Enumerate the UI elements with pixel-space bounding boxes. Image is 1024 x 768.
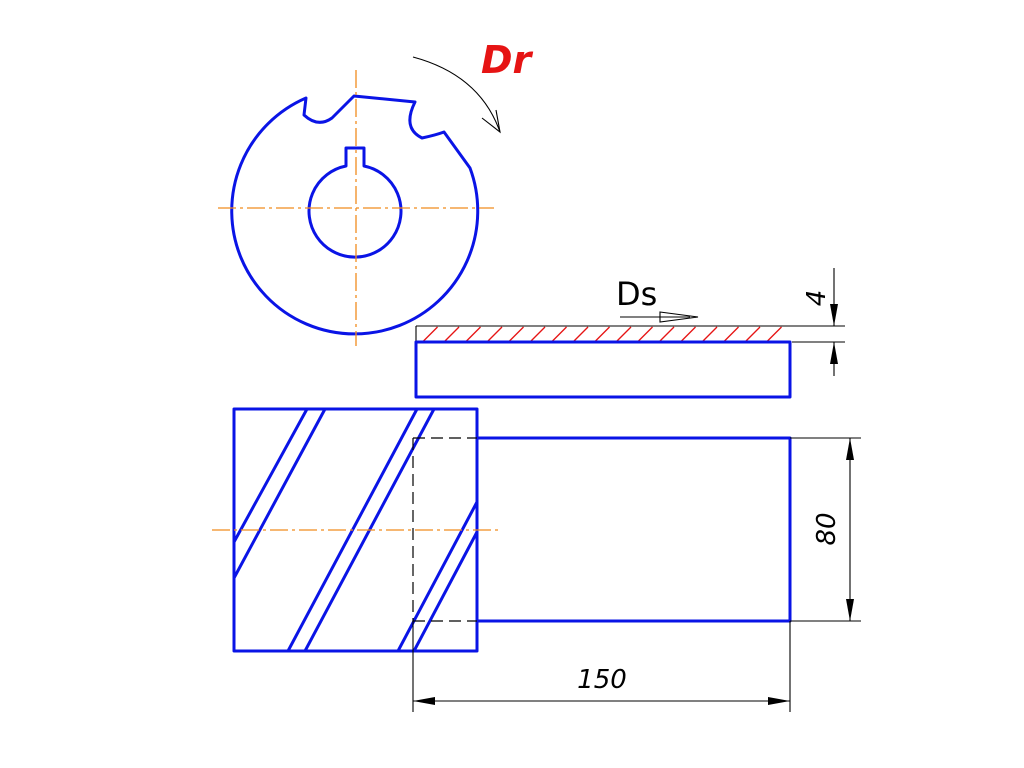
helical-tooth-1a: [232, 408, 309, 543]
hatch-stroke: [724, 326, 739, 342]
depth-value: 4: [802, 290, 832, 307]
workpiece-side-rect: [477, 436, 792, 623]
hatch-stroke: [552, 326, 567, 342]
hatch-stroke: [745, 326, 761, 342]
workpiece-top: [414, 325, 792, 399]
helical-tooth-3a: [396, 501, 479, 652]
cutter-bore-keyway: [307, 146, 403, 259]
hatch-stroke: [509, 326, 524, 342]
feed-label: Ds: [616, 275, 657, 313]
cutter-disc-outline: [230, 94, 480, 336]
rotation-indicator: Dr: [412, 38, 534, 134]
hatch-stroke: [702, 326, 718, 342]
hatch-stroke: [444, 326, 460, 342]
hatch-stroke: [573, 326, 589, 342]
hatch-stroke: [616, 326, 632, 342]
workpiece-top-rect: [414, 340, 792, 399]
feed-arrowhead: [659, 311, 699, 323]
depth-arrow-bottom: [830, 342, 838, 364]
hatch-stroke: [423, 326, 438, 342]
helical-tooth-3b: [412, 531, 479, 652]
height-value: 80: [812, 512, 842, 545]
rotation-arrowhead: [481, 109, 501, 134]
dimension-height: 80: [790, 437, 861, 622]
hatch-stroke: [487, 326, 503, 342]
depth-arrow-top: [830, 304, 838, 326]
cut-layer-hatching: [423, 326, 782, 342]
length-value: 150: [577, 665, 627, 695]
cutter-end-view: [218, 70, 494, 346]
hatch-stroke: [681, 326, 696, 342]
length-arrow-left: [413, 697, 435, 705]
rotation-arc: [412, 56, 501, 133]
height-arrow-top: [846, 438, 854, 460]
dimension-length: 150: [412, 621, 791, 712]
workpiece-side: [412, 436, 792, 623]
feed-indicator: Ds: [616, 275, 699, 323]
dimension-cut-depth: 4: [792, 268, 845, 376]
hatch-stroke: [767, 326, 782, 342]
height-arrow-bottom: [846, 599, 854, 621]
helical-tooth-1b: [232, 408, 327, 579]
hatch-stroke: [595, 326, 610, 342]
rotation-label: Dr: [481, 38, 534, 82]
length-arrow-right: [768, 697, 790, 705]
hatch-stroke: [530, 326, 546, 342]
hatch-stroke: [638, 326, 653, 342]
cutter-front-view: [212, 407, 500, 653]
hatch-stroke: [659, 326, 675, 342]
hatch-stroke: [466, 326, 481, 342]
